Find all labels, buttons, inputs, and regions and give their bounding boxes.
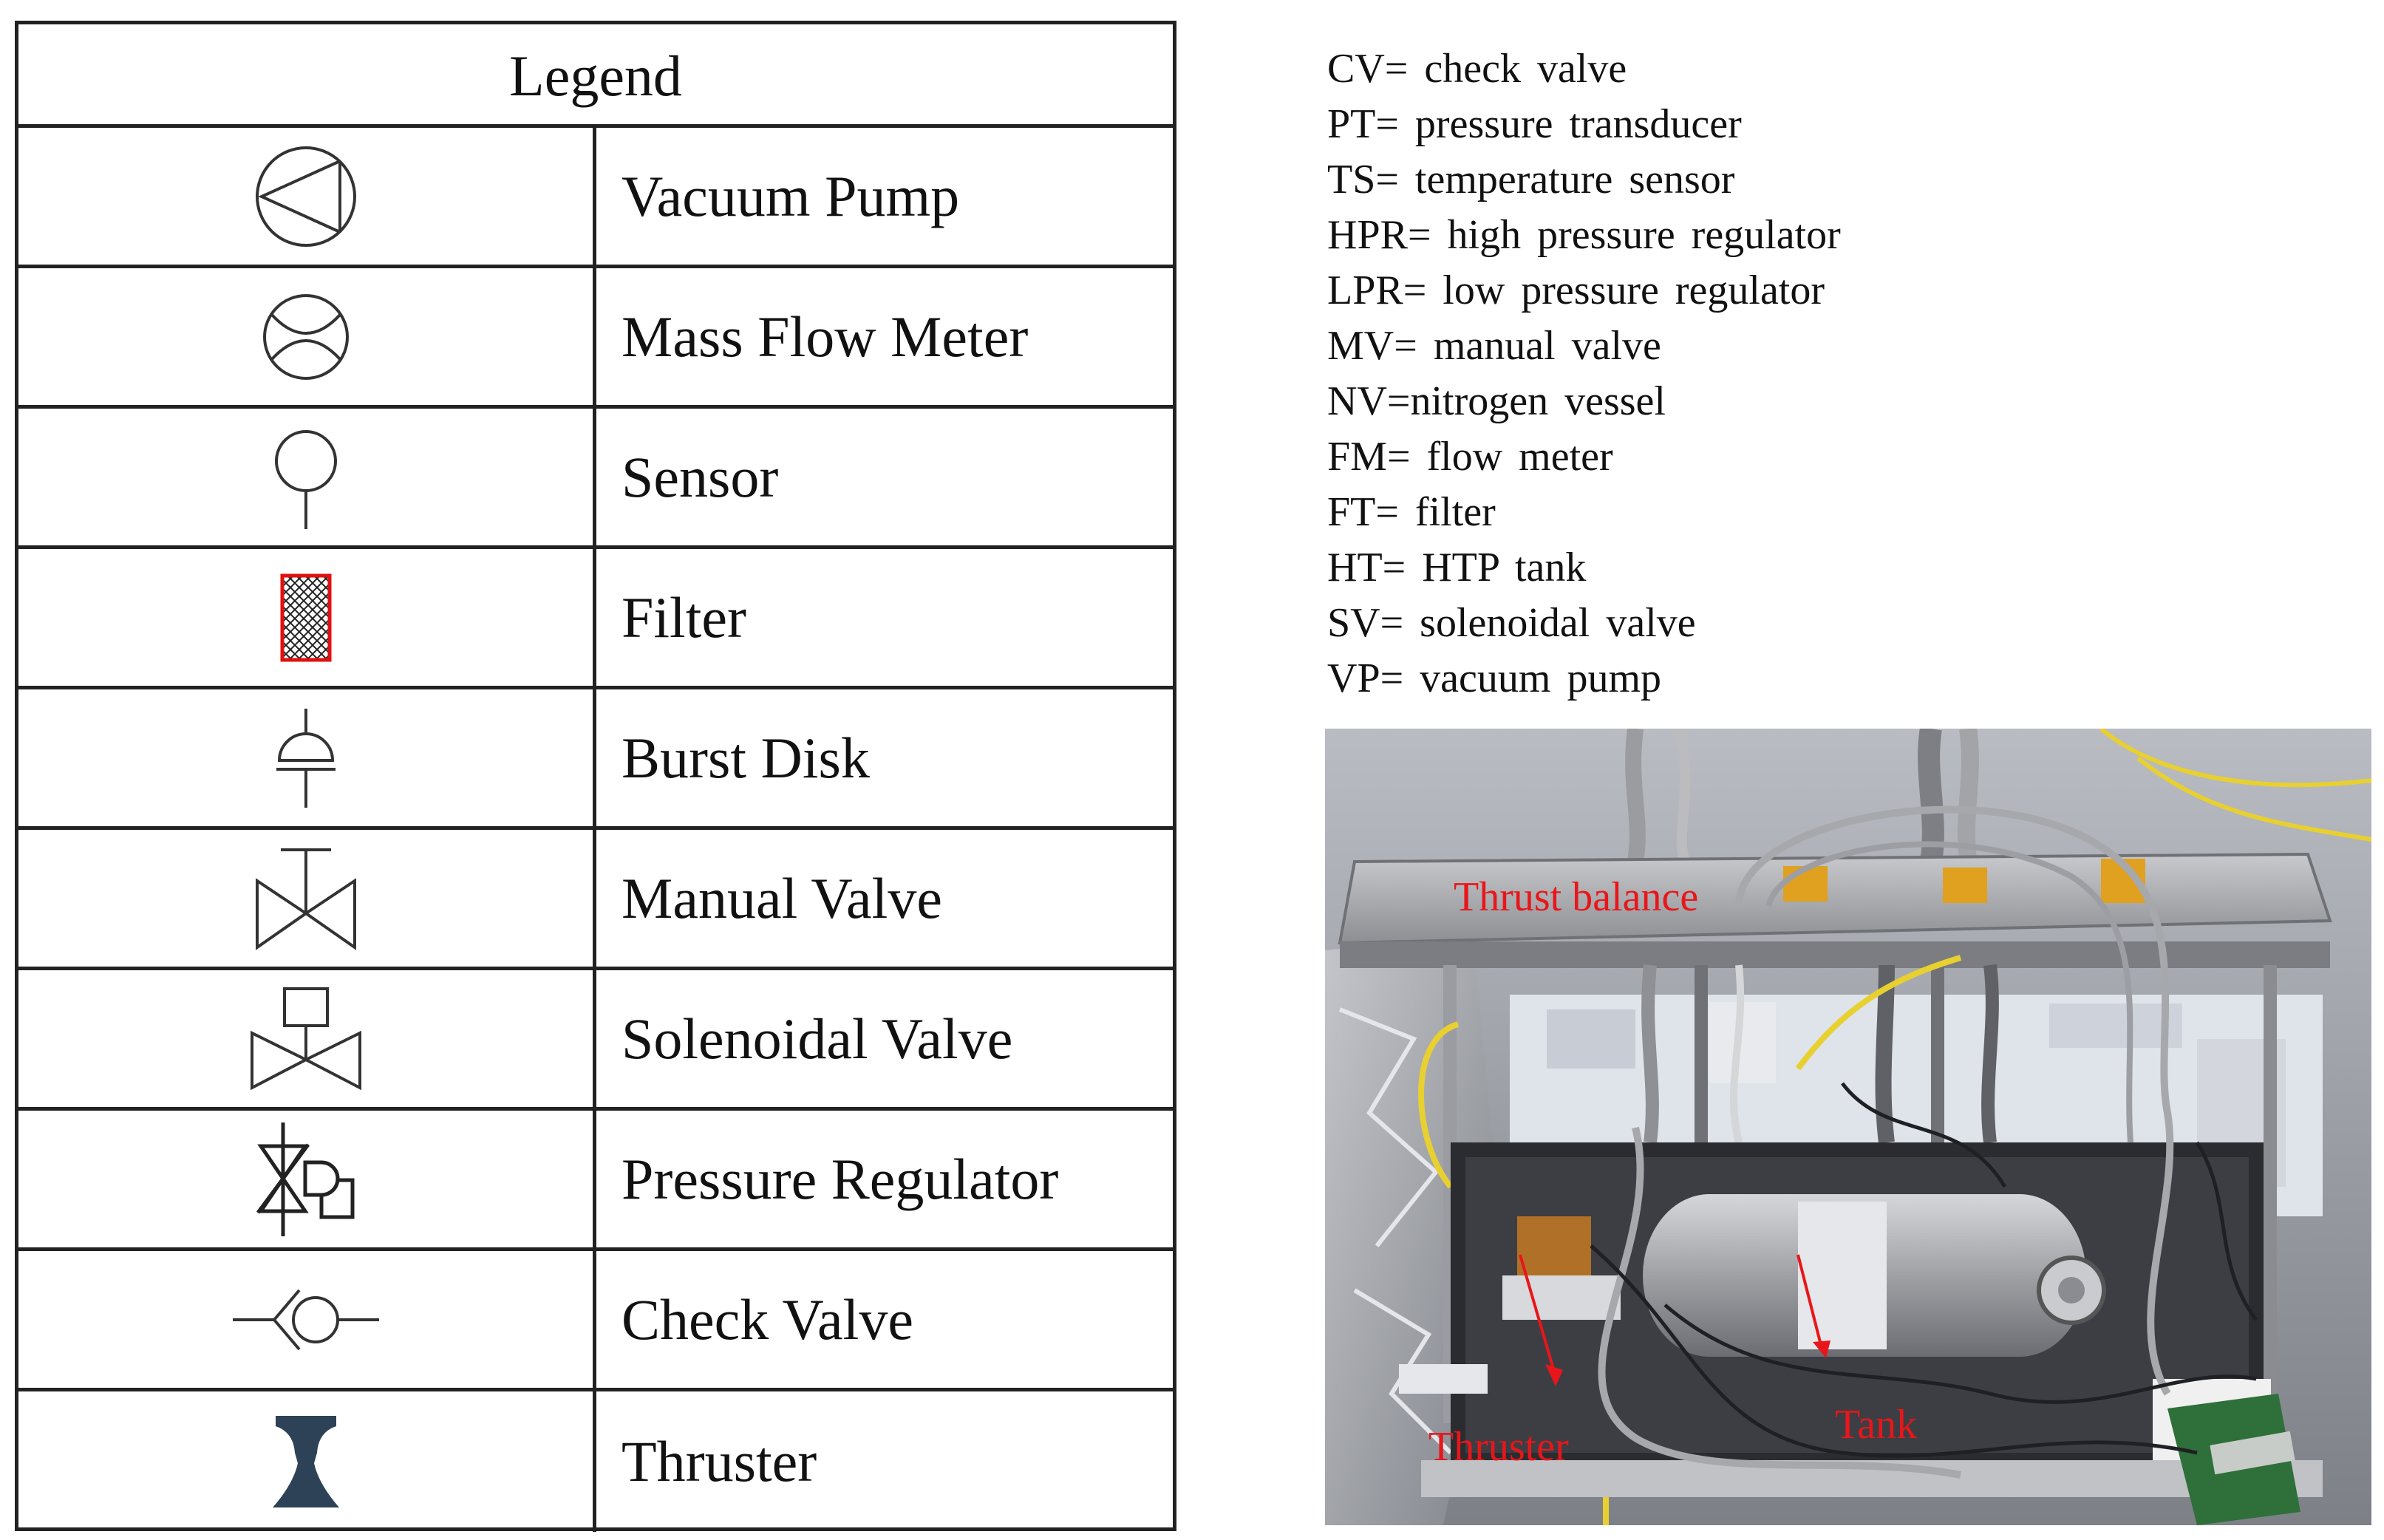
filter-icon xyxy=(280,573,331,661)
legend-row-manual-valve: Manual Valve xyxy=(18,830,1173,970)
legend-row-filter: Filter xyxy=(18,549,1173,689)
solenoidal-valve-icon xyxy=(250,987,361,1090)
legend-label: Thruster xyxy=(621,1429,817,1493)
legend-row-check-valve: Check Valve xyxy=(18,1251,1173,1391)
abbreviation-item: VP= vacuum pump xyxy=(1327,655,1661,701)
legend-table: Legend Vacuum Pump Mass Flow Meter xyxy=(15,21,1176,1532)
burst-disk-icon xyxy=(276,708,336,808)
abbreviation-item: HPR= high pressure regulator xyxy=(1327,212,1841,258)
legend-row-sensor: Sensor xyxy=(18,409,1173,549)
thrust-balance-label: Thrust balance xyxy=(1454,874,1699,920)
abbreviation-item: LPR= low pressure regulator xyxy=(1327,268,1825,313)
mass-flow-meter-icon xyxy=(262,293,349,380)
manual-valve-icon xyxy=(255,848,356,950)
abbreviation-item: MV= manual valve xyxy=(1327,323,1661,369)
legend-row-thruster: Thruster xyxy=(18,1391,1173,1532)
abbreviation-item: TS= temperature sensor xyxy=(1327,157,1735,202)
abbreviation-item: NV=nitrogen vessel xyxy=(1327,378,1666,424)
test-setup-photo: Thrust balance Thruster Tank xyxy=(1325,729,2371,1525)
abbreviation-item: CV= check valve xyxy=(1327,46,1627,92)
legend-row-solenoidal-valve: Solenoidal Valve xyxy=(18,970,1173,1111)
abbreviation-item: SV= solenoidal valve xyxy=(1327,600,1696,646)
thruster-label: Thruster xyxy=(1428,1424,1569,1470)
pressure-regulator-icon xyxy=(256,1122,354,1236)
legend-title: Legend xyxy=(18,24,1173,128)
legend-label: Sensor xyxy=(621,444,779,509)
legend-label: Vacuum Pump xyxy=(621,163,960,228)
tank-label: Tank xyxy=(1835,1402,1918,1448)
legend-label: Manual Valve xyxy=(621,865,942,930)
legend-label: Check Valve xyxy=(621,1287,913,1352)
abbreviation-item: HT= HTP tank xyxy=(1327,545,1587,590)
abbreviation-list: CV= check valve PT= pressure transducer … xyxy=(1327,41,2347,706)
legend-row-mass-flow-meter: Mass Flow Meter xyxy=(18,268,1173,409)
sensor-icon xyxy=(274,429,337,529)
check-valve-icon xyxy=(232,1289,379,1350)
legend-row-pressure-regulator: Pressure Regulator xyxy=(18,1111,1173,1251)
photo-illustration xyxy=(1325,729,2371,1525)
legend-row-burst-disk: Burst Disk xyxy=(18,689,1173,830)
thruster-icon xyxy=(272,1416,339,1507)
legend-label: Filter xyxy=(621,585,746,650)
legend-label: Burst Disk xyxy=(621,725,870,790)
legend-row-vacuum-pump: Vacuum Pump xyxy=(18,128,1173,268)
abbreviation-item: FT= filter xyxy=(1327,489,1496,535)
legend-label: Solenoidal Valve xyxy=(621,1006,1013,1071)
legend-label: Mass Flow Meter xyxy=(621,304,1029,369)
vacuum-pump-icon xyxy=(255,146,356,247)
legend-label: Pressure Regulator xyxy=(621,1146,1059,1211)
abbreviation-item: PT= pressure transducer xyxy=(1327,101,1742,147)
abbreviation-item: FM= flow meter xyxy=(1327,434,1613,480)
